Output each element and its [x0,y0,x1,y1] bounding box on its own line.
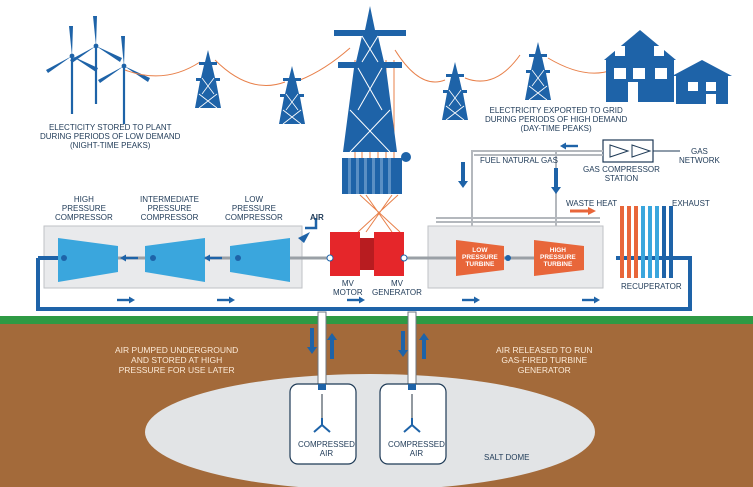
mv-units [326,232,408,276]
caverns [289,383,447,465]
label-air: AIR [310,213,324,222]
compressors [58,238,290,282]
label-recuperator: RECUPERATOR [621,282,682,291]
wind-turbines [44,14,152,126]
label-fuel-natural-gas: FUEL NATURAL GAS [480,156,558,165]
gas-compressor-station [602,139,680,163]
flow-arrows [117,142,600,304]
label-exhaust: EXHAUST [672,199,710,208]
houses [604,30,732,104]
gas-turbines [456,240,584,276]
label-waste-heat: WASTE HEAT [566,199,618,208]
gas-pipes [436,150,603,235]
large-pylon [334,6,406,153]
transformer [342,152,411,194]
label-salt-dome: SALT DOME [484,453,530,462]
recuperator [620,206,673,278]
salt-dome [145,374,595,487]
